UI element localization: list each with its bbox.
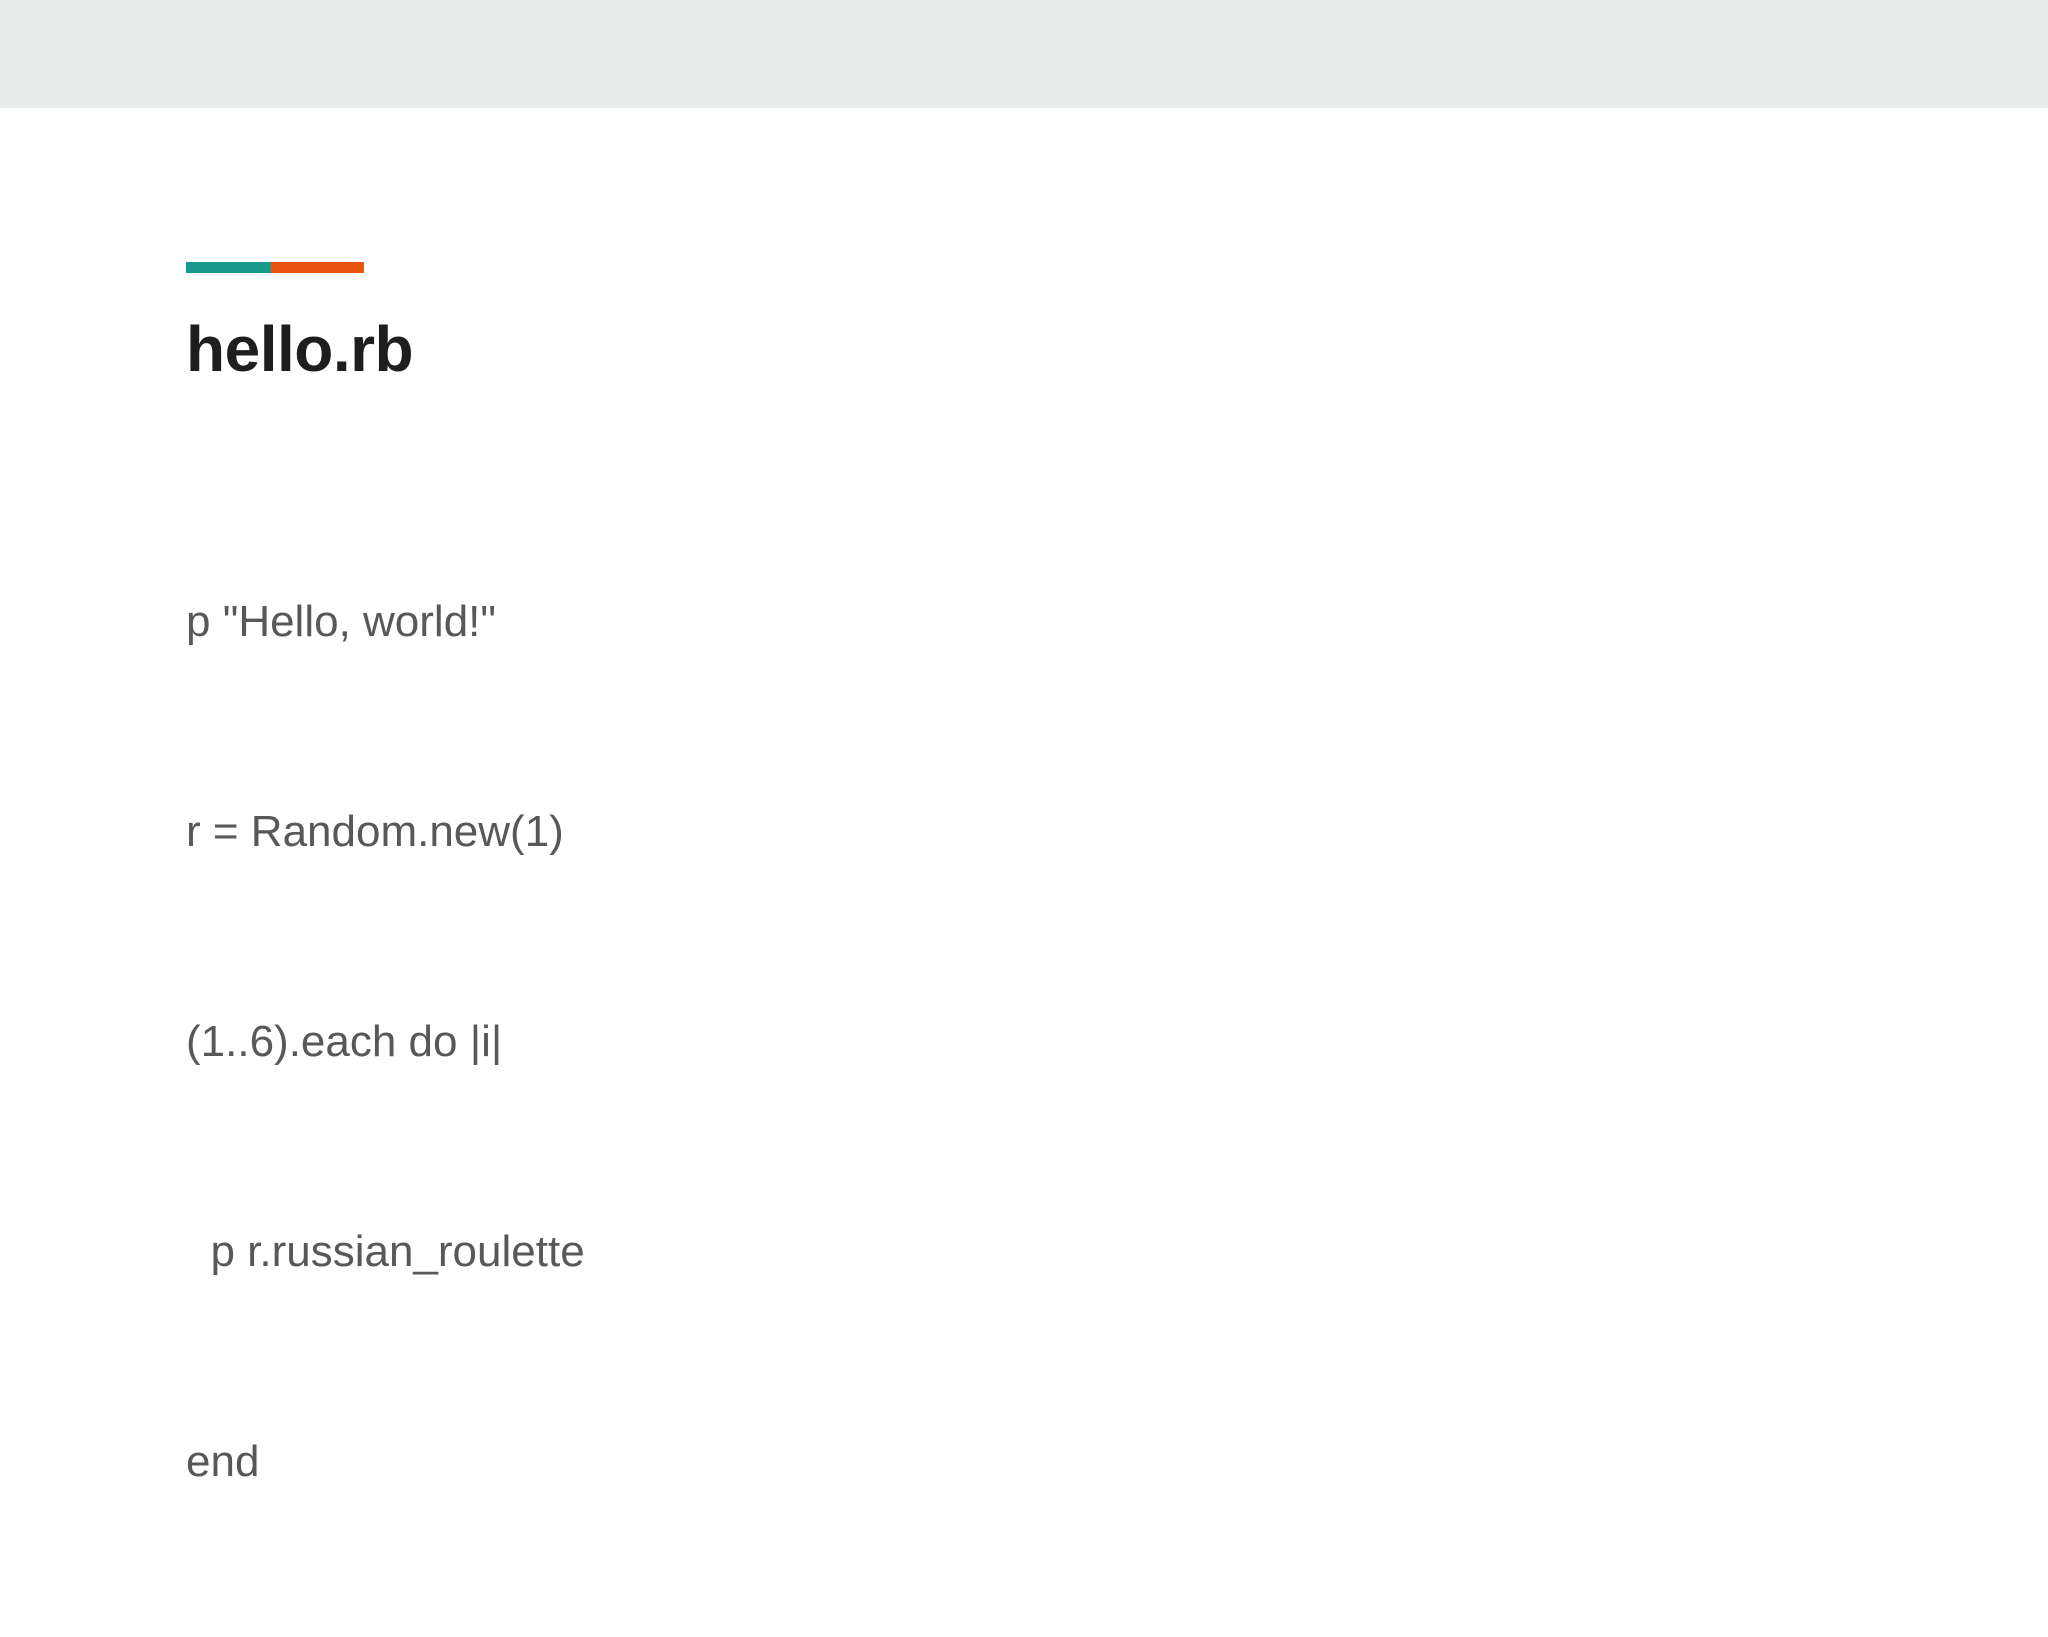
header-band <box>0 0 2048 108</box>
code-line: end <box>186 1437 260 1486</box>
accent-segment-teal <box>186 262 271 273</box>
code-line: r = Random.new(1) <box>186 807 564 856</box>
code-line: (1..6).each do |i| <box>186 1017 503 1066</box>
slide-content: hello.rb p "Hello, world!" r = Random.ne… <box>186 262 1886 1637</box>
title-accent-rule <box>186 262 364 273</box>
page-title: hello.rb <box>186 313 414 385</box>
slide-canvas: hello.rb p "Hello, world!" r = Random.ne… <box>0 0 2048 1486</box>
accent-segment-orange <box>271 262 364 273</box>
code-line: p r.russian_roulette <box>186 1227 585 1276</box>
code-line: p "Hello, world!" <box>186 597 497 646</box>
code-block: p "Hello, world!" r = Random.new(1) (1..… <box>186 447 1886 1637</box>
